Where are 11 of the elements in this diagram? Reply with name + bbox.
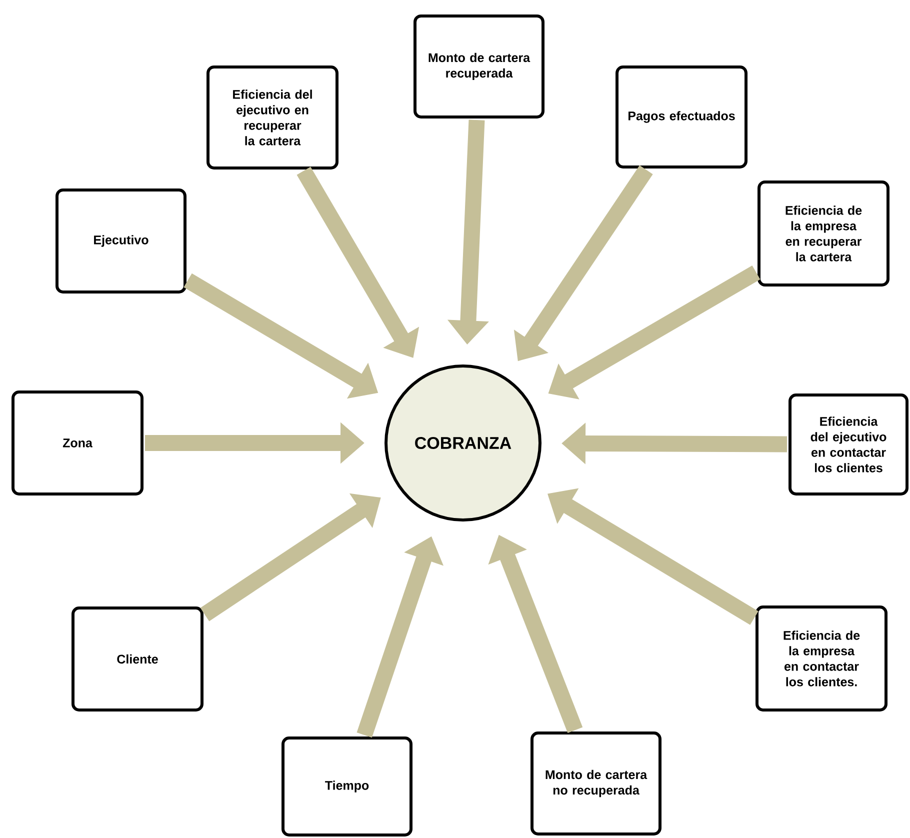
- factor-box: Pagos efectuados: [616, 66, 748, 168]
- factor-box: Eficiencia del ejecutivo en contactar los clientes: [788, 394, 909, 496]
- factor-box: Monto de cartera recuperada: [414, 14, 544, 118]
- factor-box: Tiempo: [282, 736, 412, 836]
- factor-box: Eficiencia de la empresa en recuperar la cartera: [758, 180, 890, 286]
- factor-box: Ejecutivo: [56, 188, 186, 294]
- factor-box: Eficiencia de la empresa en contactar los clientes.: [756, 606, 888, 712]
- factor-box: Monto de cartera no recuperada: [530, 732, 662, 836]
- factor-box: Cliente: [72, 606, 204, 712]
- factor-box: Eficiencia del ejecutivo en recuperar la cartera: [206, 66, 338, 170]
- factor-box: Zona: [12, 390, 144, 496]
